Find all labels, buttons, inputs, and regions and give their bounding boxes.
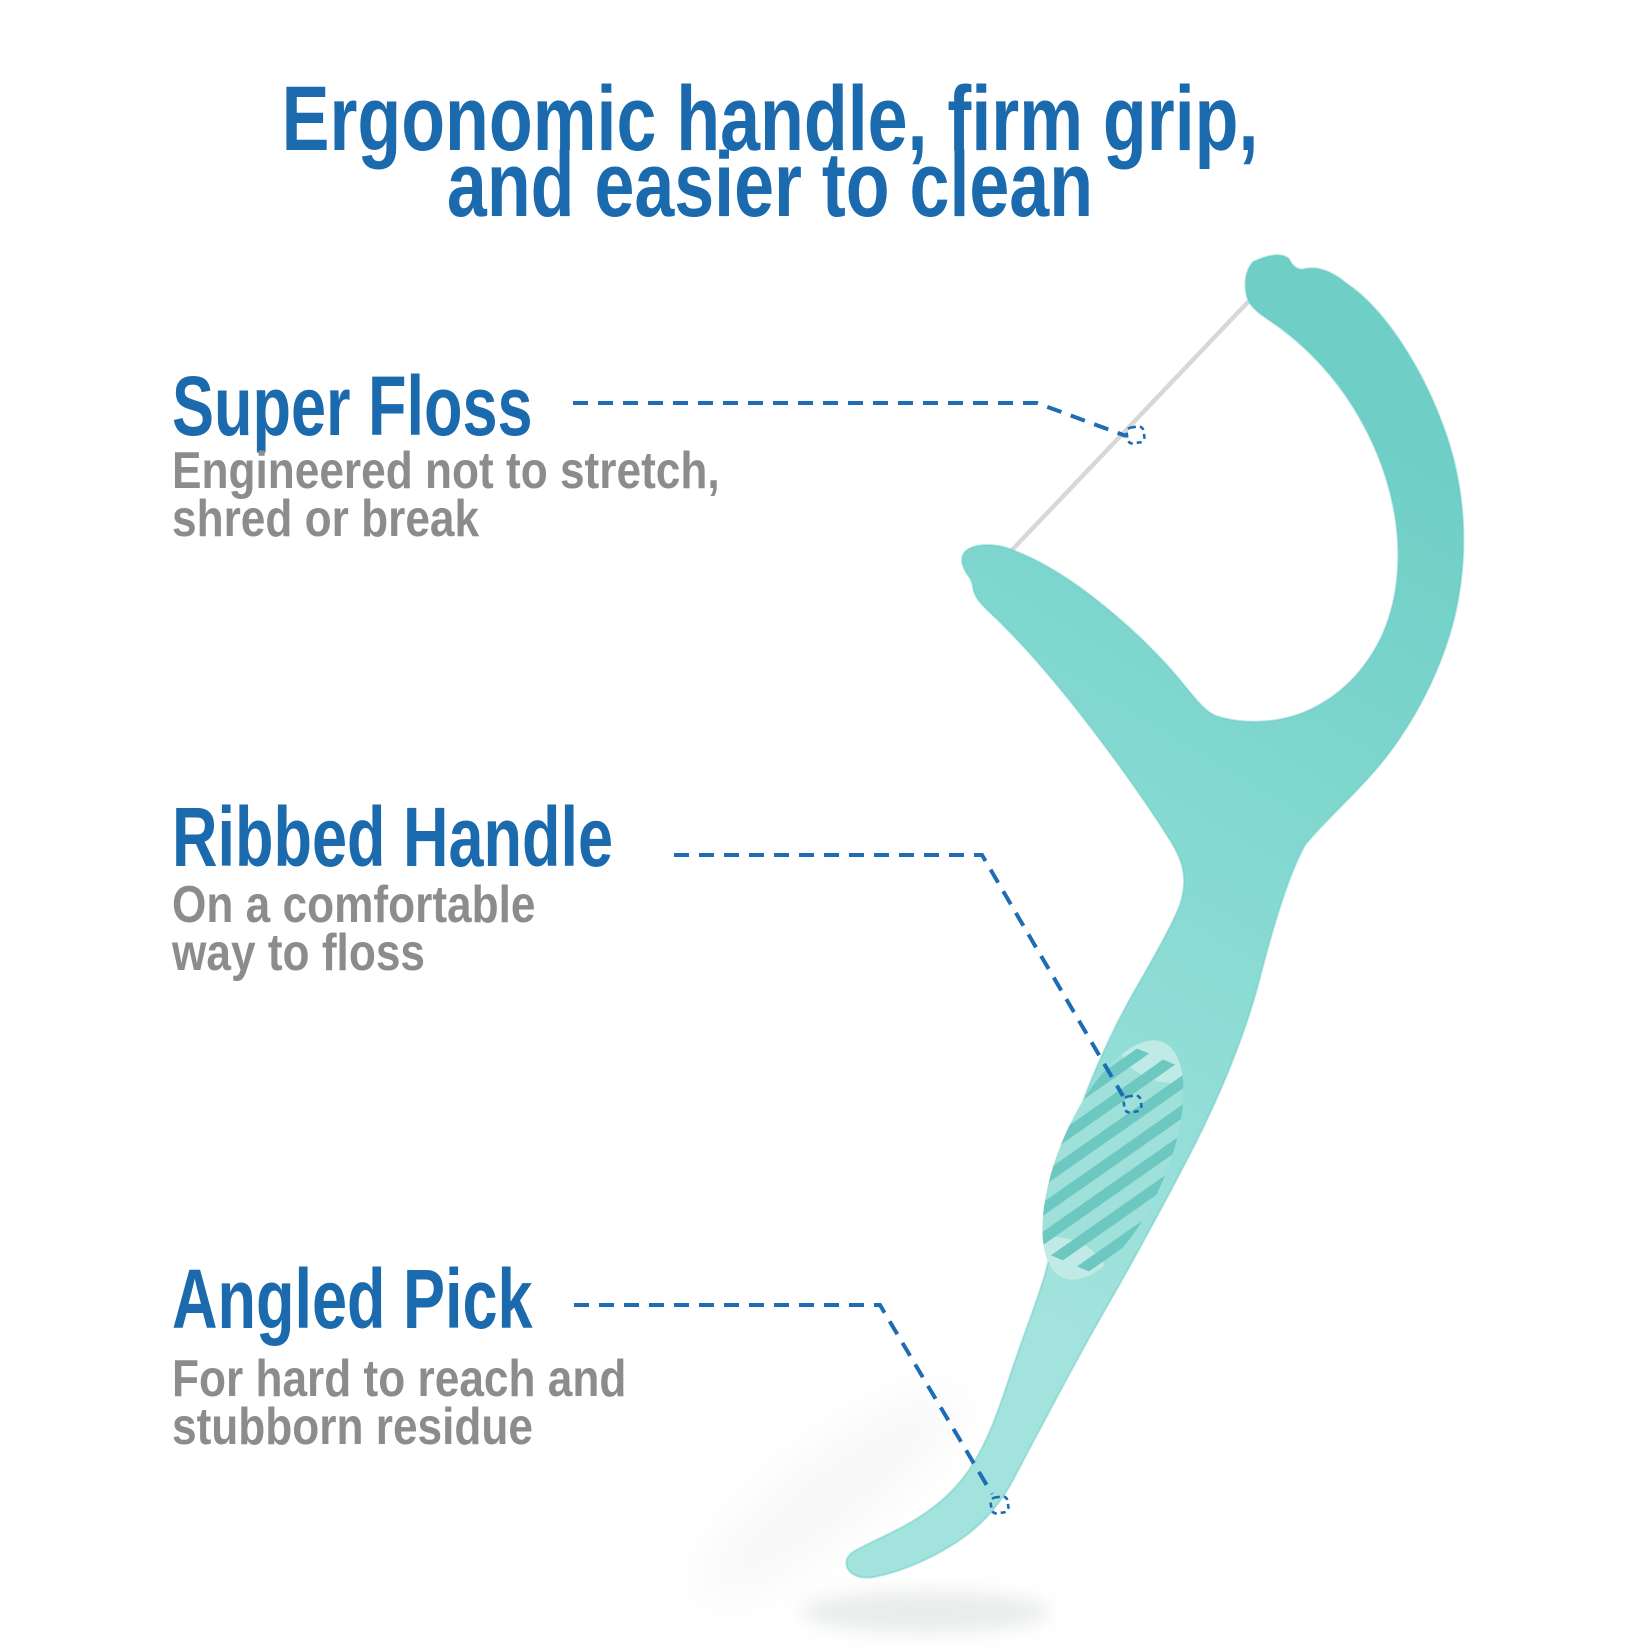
callout-marker-ribbed-handle (1122, 1094, 1143, 1114)
feature-desc-super-floss-line1: Engineered not to stretch, (172, 442, 720, 500)
feature-desc-ribbed-handle-line1: On a comfortable (172, 876, 536, 934)
title-line-1: Ergonomic handle, firm grip, (281, 68, 1259, 170)
leader-line-super-floss (573, 401, 1127, 438)
ribbed-grip (1015, 1025, 1211, 1295)
floss-string (1009, 300, 1250, 553)
feature-desc-angled-pick-line2: stubborn residue (172, 1398, 534, 1456)
feature-desc-angled-pick-line1: For hard to reach and (172, 1350, 627, 1408)
leader-line-angled-pick (574, 1303, 994, 1496)
leader-line-ribbed-handle (674, 853, 1125, 1098)
floss-pick-body (845, 254, 1465, 1579)
cast-shadow (700, 1390, 1050, 1634)
feature-desc-ribbed-handle: On a comfortable way to floss (172, 876, 536, 982)
feature-desc-super-floss: Engineered not to stretch, shred or brea… (172, 442, 720, 548)
feature-desc-angled-pick: For hard to reach and stubborn residue (172, 1350, 627, 1456)
feature-heading-super-floss: Super Floss (172, 359, 533, 453)
feature-desc-ribbed-handle-line2: way to floss (172, 924, 425, 982)
title-line-2: and easier to clean (446, 134, 1094, 236)
feature-desc-super-floss-line2: shred or break (172, 490, 480, 548)
feature-heading-ribbed-handle: Ribbed Handle (172, 790, 614, 884)
feature-heading-angled-pick: Angled Pick (172, 1252, 533, 1346)
page-title: Ergonomic handle, firm grip, and easier … (169, 68, 1370, 236)
callout-marker-super-floss (1125, 425, 1146, 445)
callout-marker-angled-pick (989, 1495, 1010, 1515)
